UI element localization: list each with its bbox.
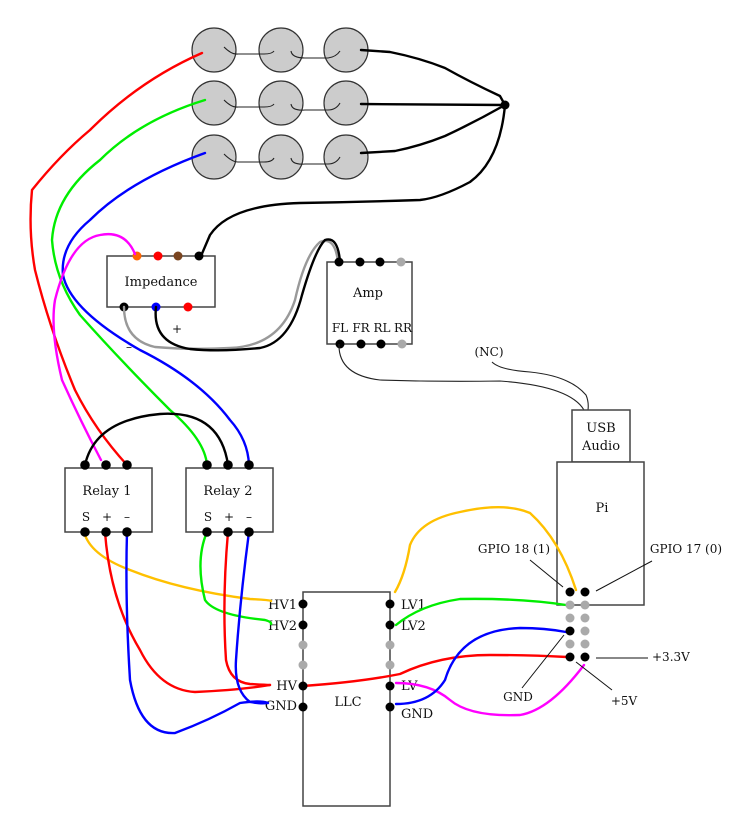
llc-lv-label: LV [401,679,418,694]
amp-input-pin [355,257,365,267]
wire-magenta-impedance [52,233,137,462]
speaker-row-2 [191,80,369,126]
usb-audio-label-line1: USB [586,421,615,436]
wire-red-speaker [29,51,204,467]
speaker [191,27,237,73]
wire-blue-speaker [61,151,251,467]
usb-audio-cable: (NC) [338,343,589,411]
llc-hv2-label: HV2 [268,619,297,634]
relay-2-pin-minus-label: – [246,510,252,524]
relay-1-pin-s-label: S [82,510,90,524]
amp-label: Amp [352,286,383,301]
gpio18-label: GPIO 18 (1) [478,542,550,556]
wire-blue-gnd-pi [394,626,568,706]
wire-magenta-lv-pi [394,663,586,717]
llc-pins [298,599,395,712]
impedance-amp-wires [122,238,342,352]
gnd-label: GND [503,690,533,704]
speaker [191,80,237,126]
speaker-row-1 [191,27,369,73]
llc-lv2-label: LV2 [401,619,426,634]
amp-output-pin-rr [397,339,407,349]
speaker [323,134,369,180]
wire-yellow-relay1-hv1 [82,530,273,603]
amp-input-pin [375,257,385,267]
wire-red-relay1-hv [103,530,272,694]
wire-red-hv-pi [301,653,569,688]
relay-2: Relay 2 S + – [185,467,274,533]
amp-channel-fl: FL [332,321,348,335]
speaker [258,134,304,180]
relay-2-label: Relay 2 [203,484,252,499]
wire-red-relay2-hv [223,530,272,687]
speaker-junction [500,100,510,110]
pi-label: Pi [596,501,609,516]
impedance-pin-brown [173,251,183,261]
amp-output-pin-fl [335,339,345,349]
llc-lv1-label: LV1 [401,598,426,613]
impedance-pin-red [153,251,163,261]
relay-1-label: Relay 1 [82,484,131,499]
amp-input-pin [334,257,344,267]
gpio17-label: GPIO 17 (0) [650,542,722,556]
relay-2-pin-s-label: S [204,510,212,524]
wire-blue-relay2-gnd [234,530,269,705]
amp-channel-fr: FR [352,321,370,335]
speaker-array [191,27,369,180]
pi-annotations: GPIO 18 (1) GPIO 17 (0) GND +3.3V +5V [478,542,722,708]
relay-1-pin-plus-label: + [102,510,112,524]
relay-1-pin-minus-label: – [124,510,130,524]
llc-gnd-left-label: GND [265,699,297,714]
speaker [258,80,304,126]
v5-label: +5V [611,694,638,708]
relay-1: Relay 1 S + – [64,467,153,533]
speaker-common-wires [199,48,510,258]
impedance-pin-black [194,251,204,261]
amp-input-pin-unused [396,257,406,267]
wire-green-relay2-hv2 [199,530,273,626]
impedance-plus-label: + [172,322,182,336]
amp-channel-rl: RL [373,321,390,335]
usb-audio-module: USB Audio [571,409,631,463]
relay-2-pin-plus-label: + [224,510,234,524]
amp-output-pin-fr [356,339,366,349]
speaker-row-3 [191,134,369,180]
llc-hv1-label: HV1 [268,598,297,613]
wire-black-relay-bridge [83,412,230,467]
wire-green-lv2-pi [394,597,568,627]
llc-gnd-right-label: GND [401,707,433,722]
llc-module: LLC HV1 HV2 HV GND LV1 LV2 LV GND [265,591,433,807]
pi-gpio-header [565,587,590,662]
impedance-module: Impedance – + [106,251,216,354]
impedance-pin-red-bottom [183,302,193,312]
wire-blue-relay1-gnd [125,530,270,735]
amp-channel-rr: RR [394,321,413,335]
speaker [258,27,304,73]
amp-output-pin-rl [376,339,386,349]
wire-green-speaker [50,98,209,467]
llc-label: LLC [334,695,361,710]
colored-wires [29,51,586,735]
llc-hv-label: HV [276,679,297,694]
speaker [191,134,237,180]
pi-board: Pi [556,461,645,606]
impedance-label: Impedance [125,275,198,290]
impedance-minus-label: – [126,340,132,354]
usb-audio-label-line2: Audio [581,439,620,454]
v33-label: +3.3V [652,650,690,664]
amp-module: Amp FL FR RL RR [326,257,413,349]
relay-pins [80,460,254,537]
nc-label: (NC) [474,345,503,359]
wire-yellow-lv1-gpio17 [393,506,578,594]
